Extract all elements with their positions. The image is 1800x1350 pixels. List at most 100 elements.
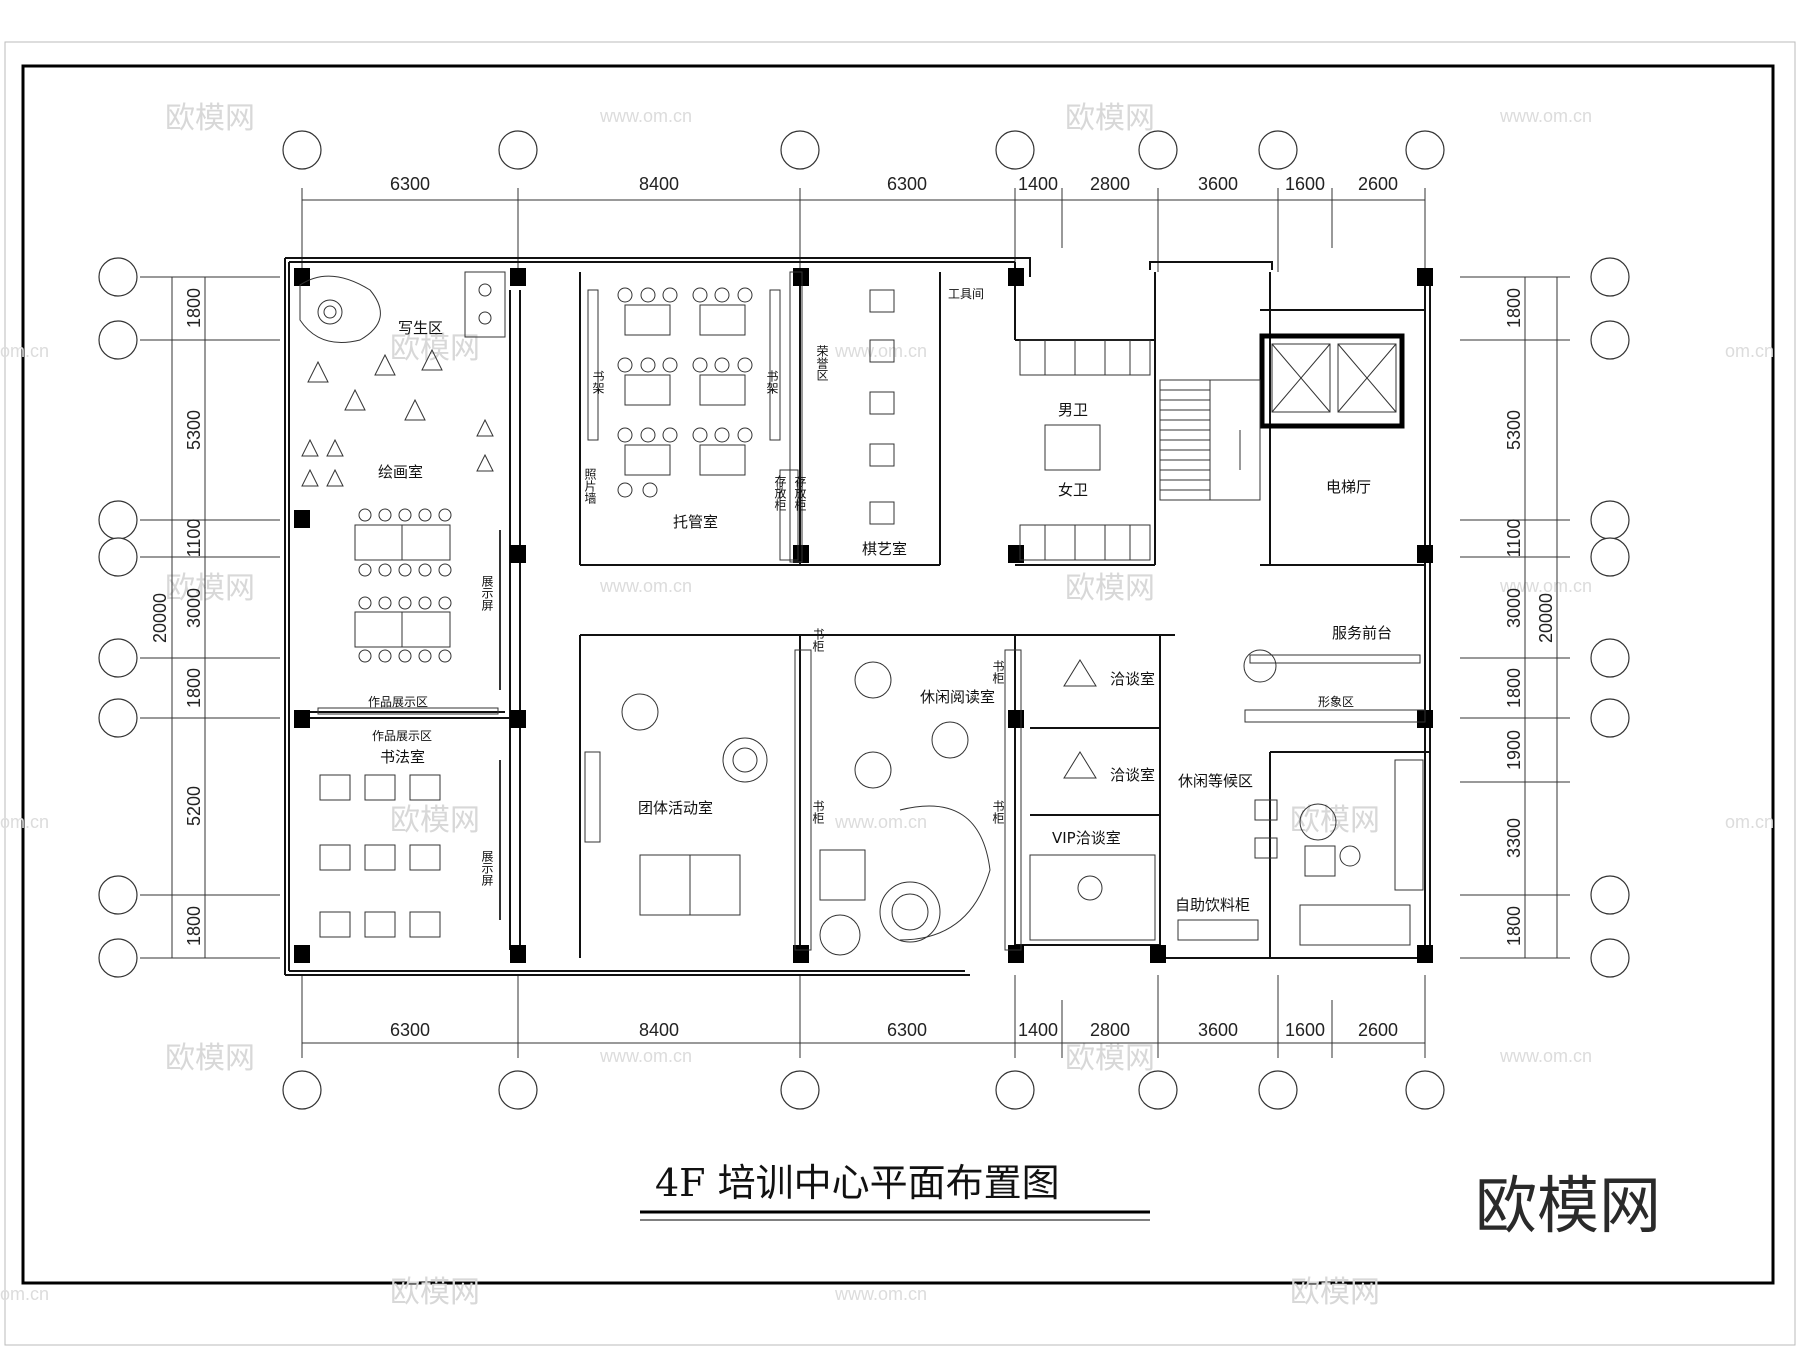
dim-label: 6300 <box>390 174 430 194</box>
calligraphy-desks <box>319 774 441 938</box>
room-label-photo-wall: 照片墙 <box>583 468 597 505</box>
right-dimension-labels: 1800 5300 1100 3000 1800 1900 3300 1800 … <box>1504 288 1556 946</box>
room-label-front-desk: 服务前台 <box>1332 624 1392 642</box>
dim-label: 2800 <box>1090 174 1130 194</box>
watermark-url: www.om.cn <box>599 576 692 596</box>
sheet-frame <box>21 64 1775 1285</box>
watermark-url: om.cn <box>0 1284 49 1304</box>
room-label-bookcase4: 书柜 <box>991 800 1005 824</box>
watermark-url: www.om.cn <box>1499 576 1592 596</box>
room-label-leisure-reading: 休闲阅读室 <box>920 688 995 706</box>
room-label-vip: VIP洽谈室 <box>1052 829 1121 847</box>
watermark-logo: 欧模网 <box>1290 1275 1380 1310</box>
watermark-logo: 欧模网 <box>390 803 480 838</box>
drawing-title: 4F 培训中心平面布置图 <box>655 1161 1060 1205</box>
front-desk <box>1243 649 1426 723</box>
room-label-chess: 棋艺室 <box>862 540 907 558</box>
care-room-chairs <box>617 287 753 498</box>
axis-bubbles <box>98 130 1630 1110</box>
room-label-image-area: 形象区 <box>1318 695 1354 709</box>
dim-label: 1100 <box>1504 519 1524 558</box>
room-label-male-wc: 男卫 <box>1058 401 1088 419</box>
watermark-logo: 欧模网 <box>1065 571 1155 606</box>
watermark-logo: 欧模网 <box>165 101 255 136</box>
dim-label: 1100 <box>184 519 204 558</box>
stool-row <box>358 508 452 663</box>
toilet-stalls <box>1019 339 1151 561</box>
watermark-url: www.om.cn <box>599 106 692 126</box>
display-board <box>317 707 499 715</box>
watermark-url: www.om.cn <box>834 1284 927 1304</box>
dim-label: 2600 <box>1358 174 1398 194</box>
dim-label: 1600 <box>1285 1020 1325 1040</box>
dim-label: 1400 <box>1018 1020 1058 1040</box>
dimension-lines <box>140 188 1570 1058</box>
honor-display-rack <box>789 271 803 563</box>
room-label-shelf1: 书架 <box>591 370 605 394</box>
watermark-logo: 欧模网 <box>1290 803 1380 838</box>
room-label-group: 团体活动室 <box>638 799 713 817</box>
dim-label: 6300 <box>887 174 927 194</box>
watermark-url: om.cn <box>0 341 49 361</box>
walls <box>284 257 1431 976</box>
care-room-desks <box>587 289 799 561</box>
dim-label: 3000 <box>184 588 204 628</box>
dim-label: 1800 <box>184 288 204 328</box>
elevator-car <box>1337 343 1397 413</box>
dim-label: 6300 <box>887 1020 927 1040</box>
watermark-url: www.om.cn <box>834 812 927 832</box>
meeting-furniture <box>1029 659 1156 941</box>
room-label-tool: 工具间 <box>948 287 984 301</box>
room-label-talk2: 洽谈室 <box>1110 766 1155 784</box>
dim-label: 8400 <box>639 174 679 194</box>
watermark-logo: 欧模网 <box>165 1041 255 1076</box>
watermark-url: om.cn <box>0 812 49 832</box>
dim-label: 1800 <box>1504 288 1524 328</box>
room-label-honor: 荣誉区 <box>815 345 829 381</box>
room-label-screen2: 展示屏 <box>480 850 494 887</box>
watermark-logo: 欧模网 <box>1065 1041 1155 1076</box>
dim-total-label: 20000 <box>1536 593 1556 643</box>
bottom-dimension-labels: 6300 8400 6300 1400 2800 3600 1600 2600 <box>390 1020 1398 1040</box>
room-label-bookcase1: 书柜 <box>811 628 825 652</box>
room-label-bookcase2: 书柜 <box>991 660 1005 684</box>
room-label-bookcase3: 书柜 <box>811 800 825 824</box>
elevator-car <box>1271 343 1331 413</box>
watermark-url: om.cn <box>1725 812 1774 832</box>
watermark-url: www.om.cn <box>1499 1046 1592 1066</box>
room-label-sketch: 写生区 <box>398 319 443 337</box>
dim-label: 1400 <box>1018 174 1058 194</box>
elevator-shaft-frame <box>1259 333 1405 429</box>
dim-label: 1800 <box>184 668 204 708</box>
room-label-screen1: 展示屏 <box>480 575 494 612</box>
watermark-logo: 欧模网 <box>390 1275 480 1310</box>
dim-label: 1900 <box>1504 730 1524 770</box>
room-label-display1: 作品展示区 <box>368 695 428 709</box>
room-label-care: 托管室 <box>673 513 718 531</box>
watermark-layer: 欧模网 www.om.cn 欧模网 www.om.cn om.cn 欧模网 ww… <box>0 101 1774 1310</box>
room-labels: 写生区 绘画室 展示屏 作品展示区 作品展示区 书法室 展示屏 书架 书架 照片… <box>368 287 1392 914</box>
sketch-garden <box>299 271 506 343</box>
dim-label: 3300 <box>1504 818 1524 858</box>
chess-tables <box>869 289 895 525</box>
dim-label: 5300 <box>1504 410 1524 450</box>
dim-label: 1600 <box>1285 174 1325 194</box>
watermark-logo: 欧模网 <box>1065 101 1155 136</box>
dim-label: 2800 <box>1090 1020 1130 1040</box>
room-label-display2: 作品展示区 <box>372 729 432 743</box>
dim-label: 1800 <box>184 906 204 946</box>
painting-tables <box>354 524 451 648</box>
room-label-elevator-hall: 电梯厅 <box>1326 478 1371 496</box>
dim-label: 3000 <box>1504 588 1524 628</box>
dim-label: 3600 <box>1198 174 1238 194</box>
room-label-storage1: 存放柜 <box>773 475 787 511</box>
room-label-waiting: 休闲等候区 <box>1178 772 1253 790</box>
sheet-outer-border <box>4 41 1796 1346</box>
staircase <box>1159 379 1261 501</box>
brand-logo: 欧模网 <box>1475 1169 1661 1242</box>
dim-label: 3600 <box>1198 1020 1238 1040</box>
room-label-shelf2: 书架 <box>765 370 779 394</box>
dim-label: 5200 <box>184 786 204 826</box>
watermark-logo: 欧模网 <box>165 571 255 606</box>
